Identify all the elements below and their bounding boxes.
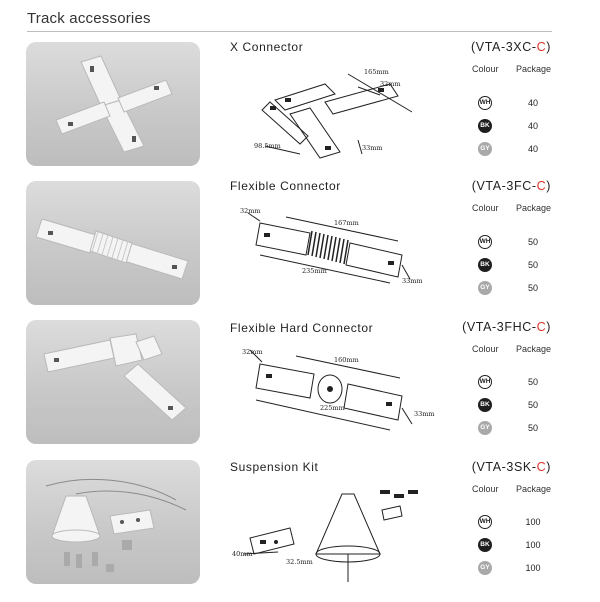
- product-photo-flexible-hard-connector: [26, 320, 200, 444]
- package-header: Package: [516, 484, 552, 494]
- package-header: Package: [516, 203, 552, 213]
- colour-header: Colour: [472, 64, 499, 74]
- colour-header: Colour: [472, 203, 499, 213]
- product-photo-flexible-connector: [26, 181, 200, 305]
- colour-swatch-grey: GY: [478, 561, 492, 575]
- dim-label: 33mm: [362, 144, 383, 152]
- dim-label: 235mm: [302, 267, 327, 275]
- page-title: Track accessories: [27, 10, 151, 27]
- dim-label: 33mm: [402, 277, 423, 285]
- product-photo-suspension-kit: [26, 460, 200, 584]
- product-name: Flexible Hard Connector: [230, 321, 374, 335]
- colour-swatch-black: BK: [478, 258, 492, 272]
- package-header: Package: [516, 64, 552, 74]
- product-name: X Connector: [230, 40, 304, 54]
- colour-swatch-white: WH: [478, 375, 492, 389]
- colour-swatch-grey: GY: [478, 421, 492, 435]
- dim-label: 32mm: [240, 207, 261, 215]
- package-quantity: 100: [525, 563, 541, 573]
- package-quantity: 40: [527, 98, 538, 108]
- dim-label: 225mm: [320, 404, 345, 412]
- colour-swatch-white: WH: [478, 235, 492, 249]
- package-quantity: 40: [527, 144, 538, 154]
- package-quantity: 100: [525, 540, 541, 550]
- package-quantity: 50: [527, 260, 538, 270]
- package-header: Package: [516, 344, 552, 354]
- colour-swatch-white: WH: [478, 96, 492, 110]
- package-quantity: 100: [525, 517, 541, 527]
- product-row-suspension-kit: Suspension Kit (VTA-3SK-C) 40mm 32.5mm C…: [0, 460, 600, 590]
- product-code: (VTA-3XC-C): [471, 40, 551, 54]
- product-code: (VTA-3SK-C): [471, 460, 551, 474]
- dim-label: 40mm: [232, 550, 253, 558]
- package-quantity: 50: [527, 423, 538, 433]
- product-row-flexible-hard-connector: Flexible Hard Connector (VTA-3FHC-C) 32m…: [0, 320, 600, 450]
- colour-swatch-black: BK: [478, 398, 492, 412]
- dim-label: 167mm: [334, 219, 359, 227]
- product-name: Suspension Kit: [230, 460, 319, 474]
- package-quantity: 50: [527, 377, 538, 387]
- technical-drawing-flexible-connector: 32mm 167mm 235mm 33mm: [230, 203, 430, 313]
- colour-header: Colour: [472, 344, 499, 354]
- package-quantity: 50: [527, 400, 538, 410]
- product-photo-x-connector: [26, 42, 200, 166]
- colour-swatch-grey: GY: [478, 281, 492, 295]
- technical-drawing-flexible-hard-connector: 32mm 160mm 225mm 33mm: [230, 344, 435, 454]
- dim-label: 33mm: [414, 410, 435, 418]
- colour-swatch-black: BK: [478, 538, 492, 552]
- technical-drawing-suspension-kit: 40mm 32.5mm: [230, 482, 430, 592]
- package-quantity: 50: [527, 237, 538, 247]
- package-quantity: 40: [527, 121, 538, 131]
- product-row-x-connector: X Connector (VTA-3XC-C) 165mm 32mm 98.5m…: [0, 40, 600, 170]
- dim-label: 32mm: [242, 348, 263, 356]
- dim-label: 32.5mm: [286, 558, 313, 566]
- title-divider: [27, 31, 552, 32]
- product-code: (VTA-3FC-C): [471, 179, 551, 193]
- colour-header: Colour: [472, 484, 499, 494]
- product-name: Flexible Connector: [230, 179, 341, 193]
- colour-swatch-white: WH: [478, 515, 492, 529]
- technical-drawing-x-connector: 165mm 32mm 98.5mm 33mm: [230, 62, 430, 172]
- product-code: (VTA-3FHC-C): [462, 320, 551, 334]
- colour-swatch-grey: GY: [478, 142, 492, 156]
- dim-label: 32mm: [380, 80, 401, 88]
- dim-label: 165mm: [364, 68, 389, 76]
- product-row-flexible-connector: Flexible Connector (VTA-3FC-C) 32mm 167m…: [0, 179, 600, 309]
- dim-label: 98.5mm: [254, 142, 281, 150]
- package-quantity: 50: [527, 283, 538, 293]
- dim-label: 160mm: [334, 356, 359, 364]
- colour-swatch-black: BK: [478, 119, 492, 133]
